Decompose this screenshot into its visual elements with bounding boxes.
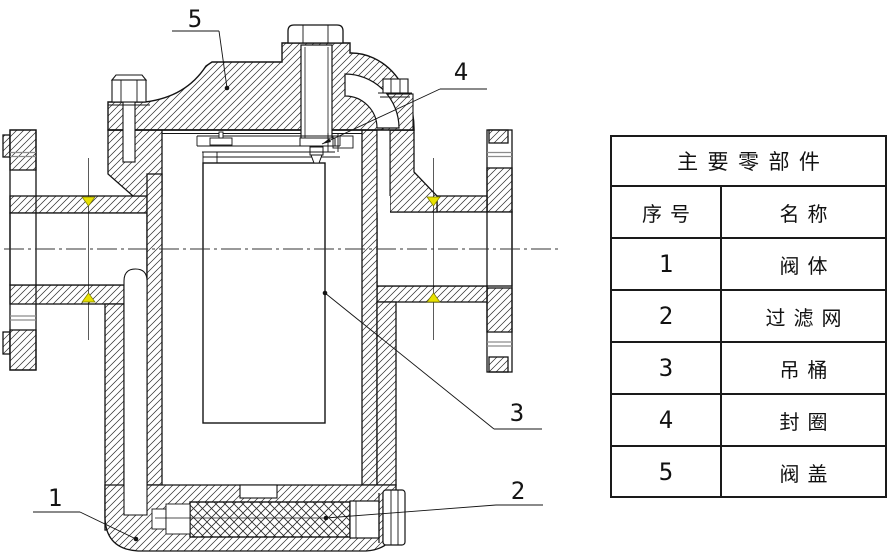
- left-flange-plate-outline: [9, 129, 37, 371]
- table-row: 5 阀盖: [612, 445, 885, 497]
- weld-right-bottom: [426, 292, 441, 303]
- callouts: 5 4 3 2 1: [33, 5, 543, 542]
- valve-cone: [310, 154, 323, 164]
- callout-2: 2: [323, 477, 543, 521]
- bolt-hex-head: [287, 24, 344, 44]
- callout-4: 4: [321, 58, 487, 145]
- strainer-mesh: [189, 501, 351, 538]
- bucket: [202, 151, 340, 424]
- nut: [111, 79, 147, 103]
- table-row: 2 过滤网: [612, 289, 885, 341]
- bucket-lip: [202, 151, 218, 164]
- stud: [122, 101, 136, 163]
- table-cell-no: 3: [658, 354, 674, 382]
- weld-left-top: [81, 196, 96, 207]
- seat-nut: [309, 146, 324, 156]
- top-frame: [196, 131, 341, 153]
- column-header-no: 序号: [642, 201, 698, 226]
- weld-left-bottom: [81, 292, 96, 303]
- callout-3-label: 3: [510, 399, 524, 427]
- parts-table: 主要零部件 序号 名称 1 阀体 2 过滤网 3 吊桶 4 封圈 5 阀盖: [610, 135, 887, 498]
- table-row: 1 阀体: [612, 237, 885, 289]
- table-cell-name: 封圈: [720, 395, 885, 445]
- table-cell-no: 4: [658, 406, 674, 434]
- table-cell-name: 阀体: [720, 239, 885, 289]
- plug-shank: [349, 500, 380, 539]
- table-row: 4 封圈: [612, 393, 885, 445]
- frame-bolt-stem: [218, 131, 224, 139]
- callout-3: 3: [322, 290, 542, 430]
- left-flange-tab-bottom: [2, 331, 11, 355]
- table-cell-name: 阀盖: [720, 447, 885, 497]
- left-flange-block-top: [9, 129, 37, 171]
- callout-5: 5: [172, 5, 230, 91]
- left-seat-block: [165, 503, 191, 535]
- left-flange-pipe: [2, 129, 148, 371]
- column-header-name: 名称: [720, 187, 885, 237]
- cover-bolt-right: [378, 78, 412, 98]
- cover-bolt-left: [108, 74, 150, 163]
- right-flange-block-bottom: [486, 287, 513, 333]
- left-pipe-wall-top: [9, 195, 148, 214]
- left-flange-tab-top: [2, 134, 11, 158]
- parts-table-title-row: 主要零部件: [612, 137, 885, 185]
- drain-tube: [123, 268, 148, 516]
- weld-right-top: [426, 196, 441, 207]
- right-bolt-hole-lines: [487, 151, 512, 347]
- table-cell-no: 2: [658, 302, 674, 330]
- parts-table-title: 主要零部件: [677, 150, 830, 174]
- callout-1: 1: [33, 484, 139, 542]
- left-flange-block-bottom: [9, 329, 37, 371]
- body-inner-wall-right: [361, 129, 378, 486]
- right-flange-pipe: [376, 129, 513, 373]
- table-cell-no: 1: [658, 250, 674, 278]
- outlet-channel: [377, 130, 390, 213]
- seal-ring: [332, 135, 354, 149]
- plug-hex-head: [382, 489, 406, 546]
- body-outer-wall-right: [376, 301, 397, 486]
- right-pipe-wall-top: [436, 195, 488, 213]
- right-flange-cap-top: [488, 129, 509, 144]
- table-row: 3 吊桶: [612, 341, 885, 393]
- table-cell-name: 吊桶: [720, 343, 885, 393]
- callout-4-label: 4: [454, 58, 468, 86]
- frame-bolt-head: [209, 137, 233, 146]
- left-seat-step: [151, 508, 167, 530]
- body-internals: [123, 268, 351, 538]
- body-inner-wall-left: [146, 173, 163, 486]
- callout-2-label: 2: [511, 477, 525, 505]
- drain-plug: [349, 489, 406, 546]
- right-flange-cap-bottom: [488, 356, 509, 373]
- right-flange-plate-outline: [486, 129, 513, 373]
- callout-5-label: 5: [188, 5, 202, 33]
- nut-cap: [110, 74, 148, 81]
- table-cell-no: 5: [658, 458, 674, 486]
- callout-1-label: 1: [48, 484, 62, 512]
- bucket-outline: [202, 162, 326, 424]
- right-flange-block-top: [486, 167, 513, 213]
- table-cell-name: 过滤网: [720, 291, 885, 341]
- nut: [382, 78, 409, 94]
- left-pipe-wall-bottom: [9, 284, 125, 305]
- left-bolt-hole-lines: [10, 151, 36, 321]
- bolt-stem: [300, 44, 333, 141]
- top-bolt-assembly: [287, 24, 354, 164]
- parts-table-header-row: 序号 名称: [612, 185, 885, 237]
- seat-notch: [239, 484, 278, 499]
